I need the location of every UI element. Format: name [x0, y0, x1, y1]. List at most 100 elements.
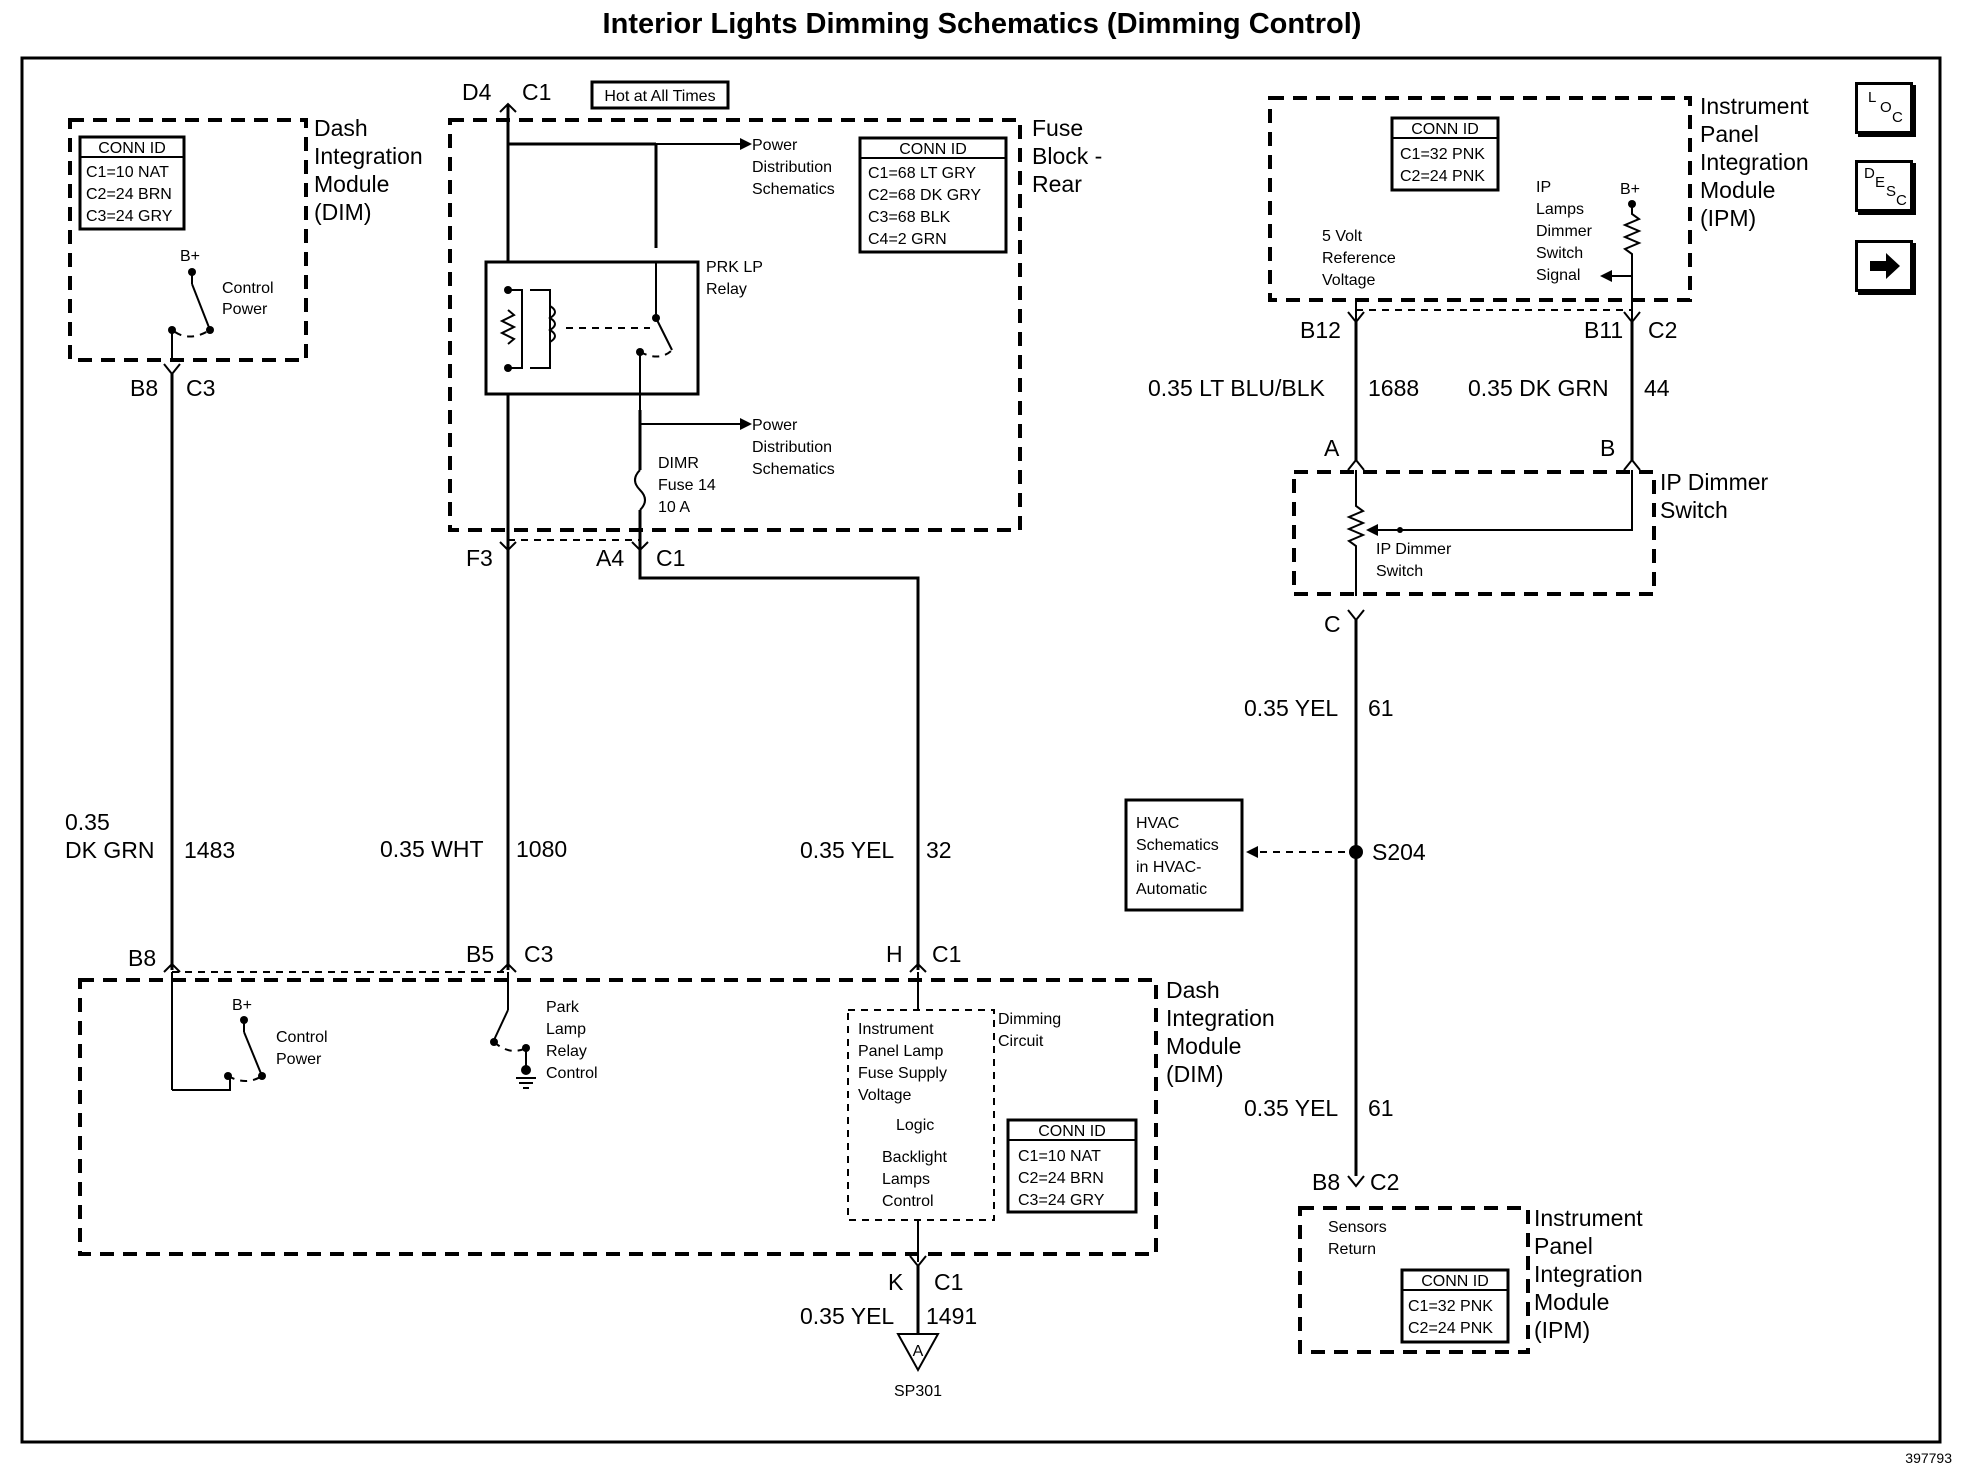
desc-letter: E [1875, 174, 1886, 191]
wire-gauge-label: 0.35 YEL [1244, 695, 1338, 721]
pin-label: C3 [524, 941, 553, 967]
wire-gauge-label: DK GRN [65, 837, 154, 863]
module-name-line: Integration [1534, 1261, 1643, 1287]
pin-label: B8 [128, 945, 156, 971]
description-button[interactable]: D E S C [1855, 160, 1913, 212]
conn-id-row: C1=10 NAT [86, 164, 169, 181]
fuse-label: DIMR [658, 455, 699, 472]
conn-id-row: C3=24 GRY [86, 208, 173, 225]
conn-id-row: C3=24 GRY [1018, 1192, 1105, 1209]
fuse-icon [634, 469, 646, 511]
ground-ref-letter: A [913, 1343, 924, 1360]
relay-label: Relay [706, 281, 747, 298]
ipm-top-module: CONN ID C1=32 PNK C2=24 PNK 5 Volt Refer… [1268, 93, 1809, 343]
pin-label: B8 [1312, 1169, 1340, 1195]
pullup-resistor-icon [1622, 204, 1642, 300]
pin-label: B [1600, 435, 1615, 461]
wire-circuit-label: 1483 [184, 837, 235, 863]
dim-bottom-conn-id-table [1006, 1118, 1138, 1214]
logic-label: Backlight [882, 1149, 947, 1166]
relay-label: Relay [546, 1043, 587, 1060]
ipm-bottom-conn-id-table [1400, 1268, 1510, 1344]
conn-id-header: CONN ID [1038, 1123, 1106, 1140]
bplus-label: B+ [232, 997, 252, 1014]
module-name-line: Rear [1032, 171, 1082, 197]
pin-label: B8 [130, 375, 158, 401]
wire-circuit-label: 1080 [516, 836, 567, 862]
switch-contact [493, 1009, 509, 1041]
pin-label: B11 [1584, 317, 1623, 343]
ground-ref-triangle-icon [896, 1333, 940, 1373]
wire-circuit-label: 1491 [926, 1303, 977, 1329]
power-dist-label: Power [752, 137, 798, 154]
desc-letter: S [1886, 183, 1897, 200]
logic-label: Logic [896, 1117, 934, 1134]
dim-top-module: CONN ID C1=10 NAT C2=24 BRN C3=24 GRY Da… [68, 115, 423, 401]
wire-circuit-label: 32 [926, 837, 952, 863]
conn-id-row: C2=24 PNK [1400, 168, 1485, 185]
sensor-label: Return [1328, 1241, 1376, 1258]
module-name-line: Dash [1166, 977, 1220, 1003]
signal-label: IP [1536, 179, 1551, 196]
module-name-line: Instrument [1534, 1205, 1643, 1231]
hvac-ref-line[interactable]: HVAC [1136, 815, 1179, 832]
conn-id-row: C1=10 NAT [1018, 1148, 1101, 1165]
pin-label: H [886, 941, 903, 967]
power-dist-label: Distribution [752, 159, 832, 176]
location-button[interactable]: L O C [1855, 82, 1913, 134]
fuse-block-rear: D4 C1 Hot at All Times Fuse Block - Rear… [448, 79, 1102, 571]
switch-label: Power [276, 1051, 322, 1068]
conn-id-row: C1=32 PNK [1408, 1298, 1493, 1315]
relay-label: Park [546, 999, 580, 1016]
module-name-line: Module [1166, 1033, 1241, 1059]
potentiometer-icon [1346, 470, 1366, 596]
conn-id-header: CONN ID [1421, 1273, 1489, 1290]
hot-label: Hot at All Times [604, 88, 715, 105]
signal-label: Switch [1536, 245, 1583, 262]
wire-gauge-label: 0.35 DK GRN [1468, 375, 1609, 401]
logic-label: Voltage [858, 1087, 911, 1104]
hvac-ref-line[interactable]: in HVAC- [1136, 859, 1202, 876]
conn-id-row: C2=68 DK GRY [868, 187, 981, 204]
switch-contact [243, 1031, 263, 1077]
hvac-reference[interactable]: HVAC Schematics in HVAC- Automatic [1124, 798, 1244, 912]
module-name-line: Block - [1032, 143, 1102, 169]
ref-label: Voltage [1322, 272, 1375, 289]
image-reference-number: 397793 [1905, 1450, 1952, 1466]
module-name-line: (DIM) [314, 199, 371, 225]
wire-circuit-label: 61 [1368, 1095, 1394, 1121]
wire-gauge-label: 0.35 YEL [800, 1303, 894, 1329]
relay-coil-icon [548, 305, 556, 343]
switch-contact [191, 283, 211, 331]
conn-id-row: C1=32 PNK [1400, 146, 1485, 163]
desc-letter: D [1864, 165, 1875, 182]
logic-label: Instrument [858, 1021, 934, 1038]
dimming-circuit-box [847, 1009, 995, 1221]
page-title: Interior Lights Dimming Schematics (Dimm… [602, 8, 1362, 40]
logic-label: Fuse Supply [858, 1065, 947, 1082]
dim-top-conn-id-table [78, 135, 186, 231]
ref-label: Reference [1322, 250, 1396, 267]
logic-label: Panel Lamp [858, 1043, 943, 1060]
switch-inner-label: Switch [1376, 563, 1423, 580]
pin-label: F3 [466, 545, 493, 571]
pin-label: C1 [522, 79, 551, 105]
switch-inner-label: IP Dimmer [1376, 541, 1452, 558]
switch-label: Control [276, 1029, 328, 1046]
fuse-label: Fuse 14 [658, 477, 716, 494]
pin-label: A4 [596, 545, 624, 571]
diagram-frame [20, 56, 1942, 1444]
dim-bottom-module: B8 B5 C3 H C1 Dash Integration Module (D… [78, 941, 1275, 1295]
hvac-ref-line[interactable]: Schematics [1136, 837, 1219, 854]
pin-label: D4 [462, 79, 492, 105]
pin-label: C1 [656, 545, 685, 571]
pin-label: C2 [1370, 1169, 1399, 1195]
signal-label: Lamps [1536, 201, 1584, 218]
splice-label: S204 [1372, 839, 1426, 865]
conn-id-row: C2=24 BRN [86, 186, 172, 203]
loc-letter: L [1868, 89, 1877, 106]
hvac-ref-line[interactable]: Automatic [1136, 881, 1207, 898]
conn-id-header: CONN ID [98, 140, 166, 157]
module-name-line: Integration [314, 143, 423, 169]
next-button[interactable] [1855, 240, 1913, 292]
